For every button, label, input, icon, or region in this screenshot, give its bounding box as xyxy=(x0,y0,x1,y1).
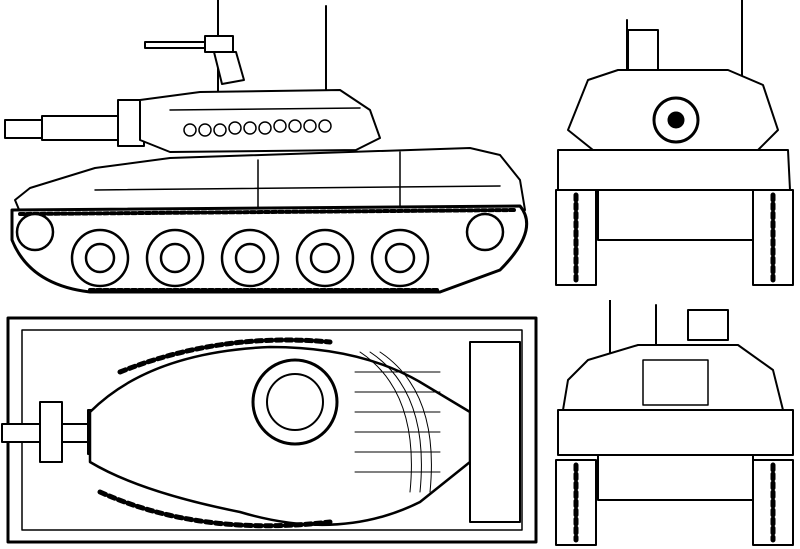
side-view-panel xyxy=(0,0,545,300)
tank-top-view-icon xyxy=(1,316,538,544)
rear-view-panel xyxy=(548,300,800,549)
front-view-panel xyxy=(548,0,800,290)
tank-front-view-icon xyxy=(555,0,794,286)
tank-side-view-icon xyxy=(4,0,529,294)
top-view-panel xyxy=(0,312,545,549)
tank-rear-view-icon xyxy=(555,300,794,546)
